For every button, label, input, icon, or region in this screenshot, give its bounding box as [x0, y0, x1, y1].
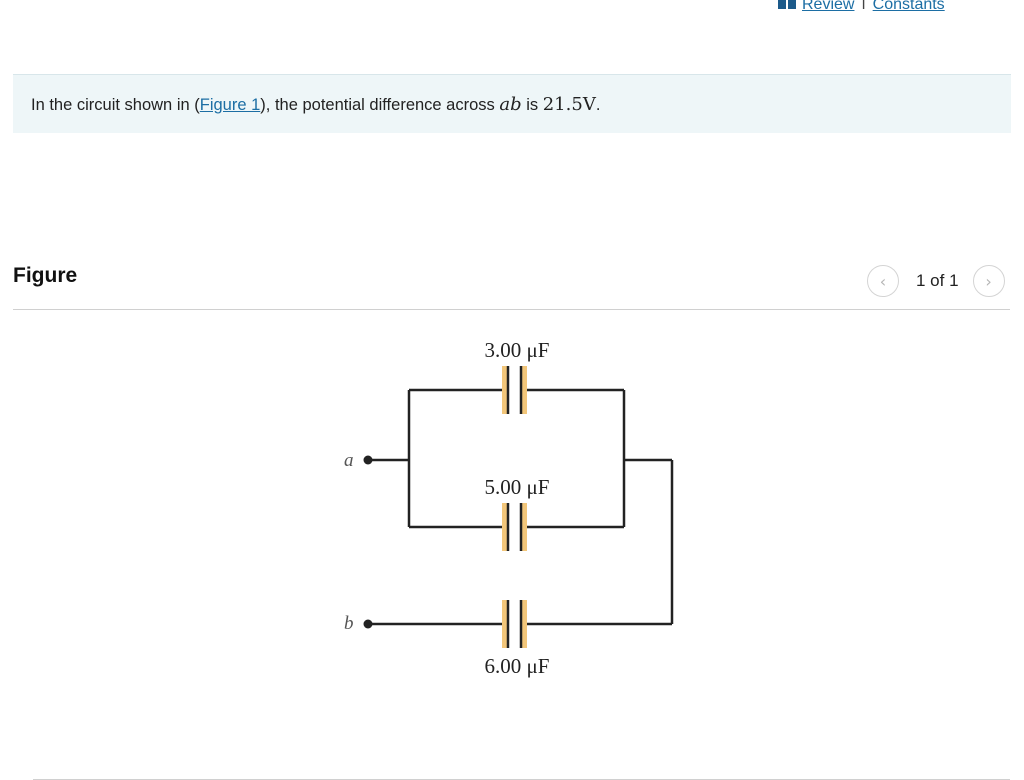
- cap-top-label: 3.00 μF: [485, 338, 550, 362]
- prompt-text-middle: ), the potential difference across: [260, 96, 500, 114]
- prompt-text-is: is: [521, 96, 543, 114]
- review-link[interactable]: Review: [802, 0, 855, 13]
- terminal-a: [363, 455, 373, 465]
- figure-divider: [13, 309, 1010, 310]
- chevron-right-icon: ›: [985, 271, 992, 291]
- prompt-text-before: In the circuit shown in (: [31, 96, 200, 114]
- node-a-label: a: [344, 450, 354, 471]
- problem-text: In the circuit shown in (Figure 1), the …: [31, 94, 600, 115]
- math-value: 21.5V: [542, 94, 596, 115]
- math-variable-ab: ab: [499, 94, 522, 115]
- next-figure-button[interactable]: ›: [972, 265, 1005, 297]
- problem-statement: In the circuit shown in (Figure 1), the …: [13, 74, 1011, 133]
- capacitor-3uF: [502, 366, 527, 414]
- chevron-left-icon: ‹: [879, 271, 887, 291]
- prompt-text-end: .: [595, 96, 601, 114]
- capacitor-5uF: [502, 503, 527, 551]
- book-icon: [778, 0, 796, 9]
- constants-link[interactable]: Constants: [872, 0, 945, 13]
- cap-mid-label: 5.00 μF: [485, 475, 550, 499]
- link-separator: I: [861, 0, 866, 13]
- circuit-wires: [370, 388, 674, 626]
- node-b-label: b: [344, 613, 354, 634]
- pager-text: 1 of 1: [916, 271, 959, 290]
- capacitor-6uF: [502, 600, 527, 648]
- figure-title: Figure: [13, 264, 78, 287]
- terminal-b: [363, 619, 373, 629]
- figure-link[interactable]: Figure 1: [199, 96, 261, 114]
- top-links: Review I Constants: [778, 0, 945, 15]
- figure-pager: ‹ 1 of 1 ›: [867, 265, 1005, 297]
- cap-bottom-label: 6.00 μF: [485, 654, 550, 678]
- prev-figure-button[interactable]: ‹: [867, 265, 899, 297]
